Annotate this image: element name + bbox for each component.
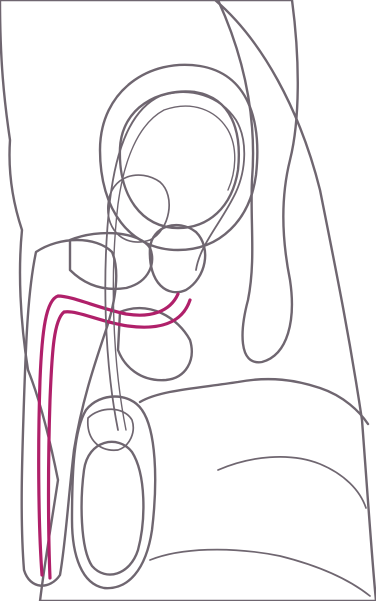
- perineum-line: [140, 379, 368, 424]
- testis: [82, 442, 144, 575]
- bladder: [120, 91, 239, 228]
- vas-deferens: [105, 92, 244, 430]
- buttock-line: [218, 457, 366, 508]
- rectum: [218, 0, 298, 362]
- urethra: [39, 294, 178, 575]
- penis-lower-body: [118, 308, 192, 380]
- vas-deferens-inner: [113, 106, 234, 430]
- penis: [22, 240, 117, 586]
- thigh-contour: [150, 550, 370, 596]
